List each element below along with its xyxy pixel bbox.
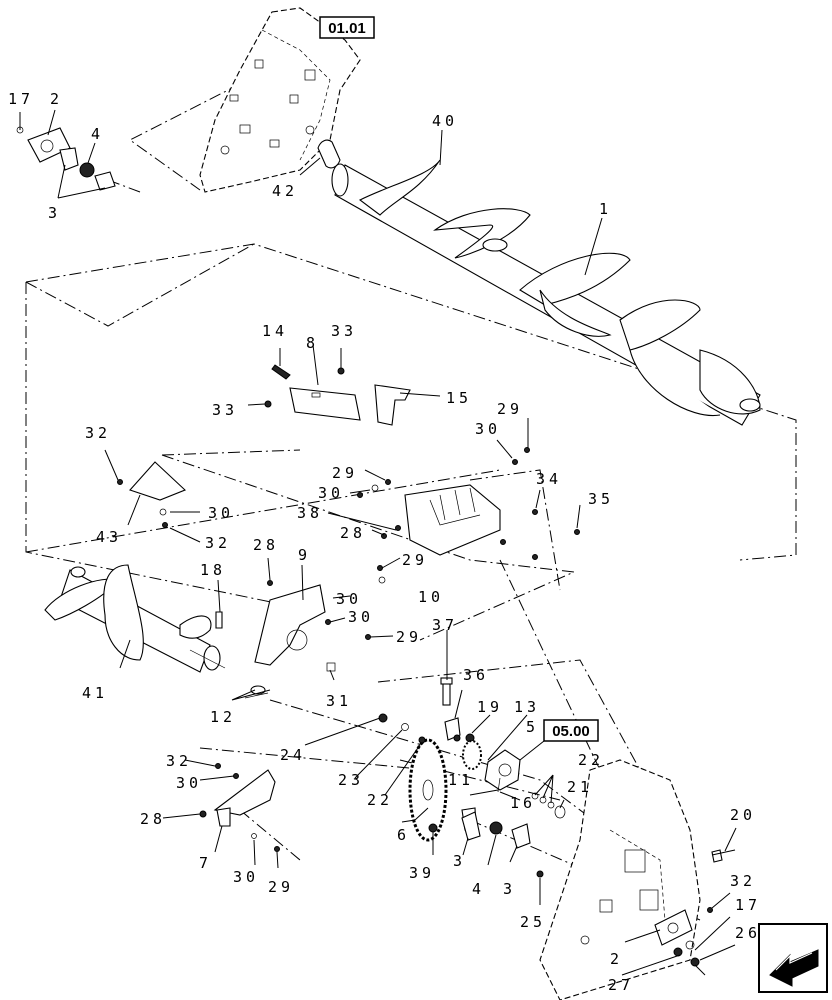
callout-42: 42 <box>272 182 298 200</box>
leader-lines <box>19 109 737 976</box>
callout-35: 35 <box>588 490 614 508</box>
callout-32b: 32 <box>205 534 231 552</box>
callout-3b: 3 <box>453 852 466 870</box>
callout-29e: 29 <box>268 878 294 896</box>
frame-lower <box>539 759 736 1000</box>
callout-12: 12 <box>210 708 236 726</box>
callout-30e: 30 <box>348 608 374 626</box>
callout-37: 37 <box>432 616 458 634</box>
callout-36: 36 <box>463 666 489 684</box>
callout-32d: 32 <box>730 872 756 890</box>
gear-13 <box>462 740 482 770</box>
callout-8: 8 <box>306 334 319 352</box>
callout-34: 34 <box>536 470 562 488</box>
shield-43 <box>117 461 187 528</box>
callout-13: 13 <box>514 698 540 716</box>
callout-40: 40 <box>432 112 458 130</box>
callout-14: 14 <box>262 322 288 340</box>
hub-5 <box>484 749 521 793</box>
callout-4b: 4 <box>472 880 485 898</box>
callout-21: 21 <box>567 778 593 796</box>
callout-22a: 22 <box>367 791 393 809</box>
bearing-plate-upper <box>16 126 116 191</box>
bolt-37 <box>440 677 453 706</box>
shield-7 <box>199 763 280 852</box>
callout-39: 39 <box>409 864 435 882</box>
callout-20: 20 <box>730 806 756 824</box>
callouts: 17 2 4 3 40 42 1 14 33 8 15 33 32 43 30 … <box>8 90 761 994</box>
callout-17a: 17 <box>8 90 34 108</box>
ref-box-05-00-label: 05.00 <box>552 723 590 740</box>
callout-33a: 33 <box>331 322 357 340</box>
arrow-left-icon[interactable] <box>758 923 828 993</box>
callout-30g: 30 <box>233 868 259 886</box>
callout-29d: 29 <box>396 628 422 646</box>
callout-19: 19 <box>477 698 503 716</box>
callout-27: 27 <box>608 976 634 994</box>
callout-5: 5 <box>526 718 539 736</box>
callout-3c: 3 <box>503 880 516 898</box>
callout-30b: 30 <box>475 420 501 438</box>
upper-auger <box>317 139 761 426</box>
callout-10: 10 <box>418 588 444 606</box>
callout-24: 24 <box>280 746 306 764</box>
callout-2b: 2 <box>610 950 623 968</box>
callout-1a: 1 <box>599 200 612 218</box>
callout-18: 18 <box>200 561 226 579</box>
part-36 <box>444 717 461 741</box>
callout-32a: 32 <box>85 424 111 442</box>
callout-16: 16 <box>510 794 536 812</box>
callout-31: 31 <box>326 692 352 710</box>
sprocket-6 <box>408 738 448 842</box>
callout-4a: 4 <box>91 125 104 143</box>
callout-28c: 28 <box>140 810 166 828</box>
lower-auger <box>44 564 226 673</box>
callout-11: 11 <box>448 771 474 789</box>
callout-38: 38 <box>297 504 323 522</box>
callout-6: 6 <box>397 826 410 844</box>
callout-7: 7 <box>199 854 212 872</box>
callout-30f: 30 <box>176 774 202 792</box>
callout-41: 41 <box>82 684 108 702</box>
callout-28a: 28 <box>340 524 366 542</box>
callout-25: 25 <box>520 913 546 931</box>
callout-30d: 30 <box>336 590 362 608</box>
callout-43: 43 <box>96 528 122 546</box>
callout-22b: 22 <box>578 751 604 769</box>
callout-29b: 29 <box>332 464 358 482</box>
callout-30a: 30 <box>208 504 234 522</box>
callout-28b: 28 <box>253 536 279 554</box>
callout-15: 15 <box>446 389 472 407</box>
bracket-10 <box>404 447 580 560</box>
callout-26: 26 <box>735 924 761 942</box>
callout-23: 23 <box>338 771 364 789</box>
bearing-plate-lower <box>654 907 713 967</box>
callout-2a: 2 <box>50 90 63 108</box>
callout-29a: 29 <box>497 400 523 418</box>
bolt-14 <box>271 364 291 380</box>
ref-box-05-00[interactable]: 05.00 <box>543 719 599 742</box>
callout-32c: 32 <box>166 752 192 770</box>
callout-30c: 30 <box>318 484 344 502</box>
pins-12 <box>244 685 269 699</box>
callout-9: 9 <box>298 546 311 564</box>
ref-box-01-01-label: 01.01 <box>328 20 366 37</box>
callout-29c: 29 <box>402 551 428 569</box>
ref-box-01-01[interactable]: 01.01 <box>319 16 375 39</box>
callout-33b: 33 <box>212 401 238 419</box>
plate-8 <box>289 387 361 421</box>
callout-17b: 17 <box>735 896 761 914</box>
callout-3a: 3 <box>48 204 61 222</box>
bracket-15 <box>374 384 411 426</box>
